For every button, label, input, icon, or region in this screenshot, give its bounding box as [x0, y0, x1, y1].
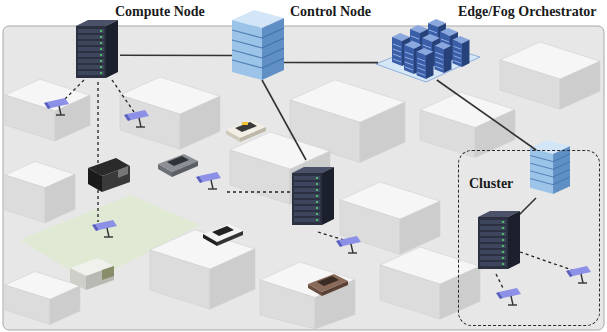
illustration-part: [496, 288, 521, 305]
illustration-part: [150, 250, 210, 309]
servers: [76, 10, 570, 269]
illustration-part: [317, 276, 339, 286]
illustration-part: [44, 98, 69, 115]
illustration-part: [212, 226, 234, 236]
illustration-part: [340, 200, 400, 254]
illustration-part: [86, 266, 114, 290]
illustration-part: [417, 48, 434, 79]
illustration-part: [5, 79, 90, 141]
illustration-part: [210, 249, 255, 309]
network-link: [437, 80, 536, 150]
node-label: Compute Node: [115, 3, 205, 20]
node-label: Edge/Fog Orchestrator: [458, 3, 597, 20]
illustration-part: [308, 274, 348, 296]
illustration-part: [92, 220, 117, 237]
illustration-part: [112, 80, 134, 112]
illustration-part: [5, 162, 75, 223]
illustration-part: [308, 284, 322, 296]
cluster-region: Cluster: [458, 150, 600, 326]
illustration-part: [235, 122, 257, 132]
illustration-part: [360, 102, 405, 162]
illustration-part: [226, 191, 290, 192]
illustration-part: [102, 266, 114, 280]
illustration-part: [88, 168, 102, 192]
network-link: [284, 62, 378, 64]
illustration-part: [50, 286, 80, 325]
cameras: [44, 98, 591, 305]
illustration-part: [232, 10, 284, 80]
illustration-part: [566, 266, 591, 283]
illustration-part: [518, 198, 536, 216]
illustration-part: [340, 182, 440, 254]
illustration-part: [5, 285, 50, 324]
illustration-part: [196, 172, 221, 189]
illustration-part: [500, 42, 600, 109]
illustration-part: [120, 95, 180, 149]
illustration-part: [440, 266, 480, 319]
illustration-part: [5, 272, 80, 325]
orchestrator-node: Edge/Fog Orchestrator: [378, 22, 476, 80]
illustration-part: [226, 120, 266, 142]
illustration-part: [5, 175, 45, 223]
node-label: Control Node: [290, 3, 371, 20]
region-label: Cluster: [469, 175, 589, 192]
illustration-part: [124, 110, 149, 127]
illustration-part: [530, 140, 570, 194]
illustration-part: [180, 96, 220, 149]
illustration-part: [260, 262, 355, 329]
network-link: [120, 54, 232, 56]
illustration-part: [453, 36, 470, 67]
illustration-part: [167, 156, 189, 166]
illustration-part: [380, 265, 440, 319]
vehicles: [70, 120, 348, 296]
illustration-part: [520, 252, 572, 270]
illustration-part: [496, 274, 504, 290]
illustration-part: [500, 60, 560, 109]
illustration-part: [336, 236, 361, 253]
illustration-part: [70, 258, 114, 290]
illustration-part: [292, 167, 334, 225]
illustration-part: [158, 154, 198, 177]
illustration-part: [230, 150, 290, 204]
illustration-part: [203, 224, 243, 246]
control-node: Control Node: [232, 10, 284, 80]
illustration-part: [70, 268, 86, 290]
illustration-part: [226, 130, 240, 142]
illustration-part: [118, 166, 128, 178]
illustration-part: [120, 77, 220, 149]
illustration-part: [435, 42, 452, 73]
illustration-part: [158, 164, 172, 177]
illustration-part: [400, 201, 440, 254]
illustration-part: [97, 82, 98, 222]
buildings: [5, 42, 600, 329]
illustration-part: [260, 280, 315, 329]
illustration-part: [88, 158, 130, 192]
orchestrator-icon: [376, 19, 480, 82]
illustration-part: [380, 247, 480, 319]
compute-node: Compute Node: [74, 18, 120, 80]
illustration-part: [318, 232, 344, 240]
illustration-part: [478, 211, 520, 269]
illustration-part: [45, 174, 75, 223]
illustration-part: [150, 230, 255, 309]
illustration-part: [76, 20, 118, 78]
illustration-part: [203, 234, 217, 246]
illustration-part: [242, 122, 248, 125]
illustration-part: [102, 166, 130, 192]
illustration-part: [560, 61, 600, 109]
illustration-part: [262, 80, 306, 160]
